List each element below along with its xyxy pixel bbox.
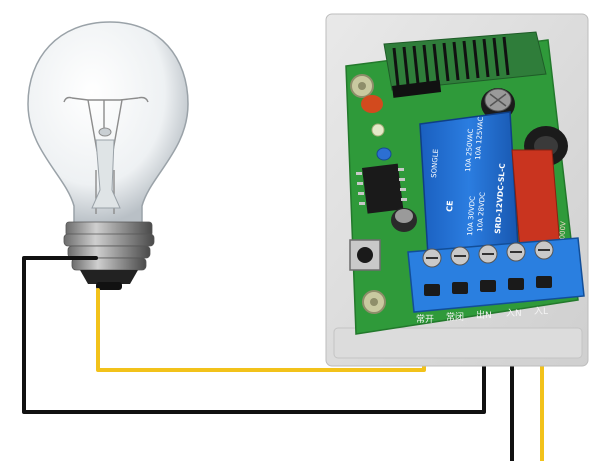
led	[371, 123, 385, 137]
bulb-stem	[91, 139, 121, 209]
wire-black-bulb	[22, 256, 486, 414]
push-button	[349, 239, 381, 271]
terminal-label: 出N	[476, 309, 492, 321]
light-bulb	[27, 21, 189, 290]
capacitor-label: 1000V	[558, 221, 568, 244]
terminal-label: 入N	[506, 308, 522, 319]
ic-chip	[356, 163, 407, 214]
relay-rating-dc-2: 10A 28VDC	[476, 192, 487, 232]
rf-receiver-board	[383, 31, 547, 98]
relay-rating-dc-1: 10A 30VDC	[466, 196, 477, 236]
terminal-label: 常开	[416, 313, 434, 325]
bulb-base	[63, 221, 155, 290]
terminal-screws	[422, 240, 554, 268]
terminal-label: 入L	[534, 306, 548, 317]
terminal-block	[407, 237, 585, 313]
relay-rating-ac-2: 10A 125VAC	[474, 116, 485, 160]
relay-mark: CE	[445, 200, 455, 212]
relay-rating-ac-1: 10A 250VAC	[464, 128, 475, 172]
relay-module: SONGLE 10A 250VAC 10A 125VAC 10A 30VDC 1…	[325, 13, 589, 367]
terminal-labels: 常开 常闭 出N 入N 入L	[416, 306, 548, 325]
terminal-openings	[424, 276, 552, 296]
ceramic-capacitor	[361, 95, 383, 113]
terminal-label: 常闭	[446, 311, 464, 323]
electrolytic-capacitor-small	[391, 208, 417, 232]
relay-brand: SONGLE	[430, 149, 440, 178]
relay: SONGLE 10A 250VAC 10A 125VAC 10A 30VDC 1…	[419, 111, 519, 257]
